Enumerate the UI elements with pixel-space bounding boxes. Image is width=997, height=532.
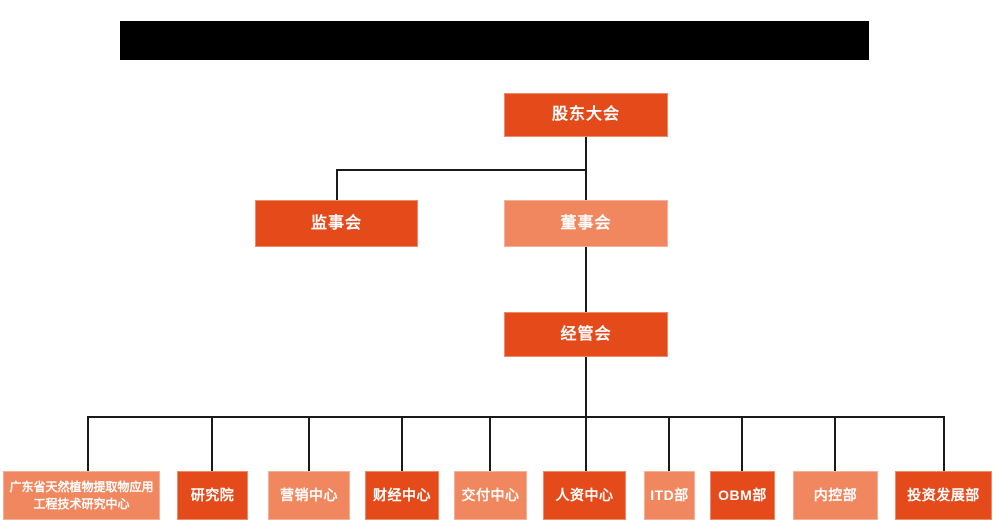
connector-drop-dept-2 <box>211 416 213 471</box>
node-dept-research-institute-label: 研究院 <box>190 487 235 504</box>
connector-branch-horizontal <box>336 169 587 171</box>
connector-drop-dept-7 <box>668 416 670 471</box>
node-dept-finance-center-label: 财经中心 <box>373 487 431 504</box>
connector-mgmt-to-distributor-vertical <box>585 357 587 417</box>
connector-drop-dept-4 <box>401 416 403 471</box>
connector-drop-dept-1 <box>87 416 89 471</box>
node-dept-delivery-center: 交付中心 <box>454 471 527 520</box>
node-dept-internal-control-label: 内控部 <box>813 487 858 504</box>
connector-drop-dept-6 <box>585 416 587 471</box>
node-dept-hr-center: 人资中心 <box>543 471 626 520</box>
node-board-of-directors-label: 董事会 <box>560 214 612 232</box>
node-dept-marketing-center-label: 营销中心 <box>280 487 338 504</box>
connector-board-to-mgmt-vertical <box>585 247 587 312</box>
connector-drop-dept-5 <box>489 416 491 471</box>
connector-drop-dept-3 <box>308 416 310 471</box>
node-supervisory-board: 监事会 <box>255 200 418 247</box>
connector-drop-dept-8 <box>741 416 743 471</box>
redacted-title-bar <box>120 21 869 60</box>
node-dept-obm: OBM部 <box>710 471 775 520</box>
node-dept-obm-label: OBM部 <box>718 487 767 504</box>
node-dept-marketing-center: 营销中心 <box>268 471 350 520</box>
connector-drop-dept-9 <box>834 416 836 471</box>
node-dept-itd-label: ITD部 <box>650 487 689 504</box>
connector-drop-dept-10 <box>943 416 945 471</box>
node-shareholders-meeting: 股东大会 <box>504 93 668 137</box>
node-dept-research-center-label: 广东省天然植物提取物应用工程技术研究中心 <box>9 480 154 511</box>
node-dept-research-institute: 研究院 <box>177 471 248 520</box>
connector-root-vertical <box>585 137 587 200</box>
node-dept-internal-control: 内控部 <box>793 471 878 520</box>
node-dept-research-center: 广东省天然植物提取物应用工程技术研究中心 <box>3 471 160 520</box>
node-shareholders-meeting-label: 股东大会 <box>551 106 620 124</box>
node-dept-hr-center-label: 人资中心 <box>555 487 614 504</box>
node-dept-itd: ITD部 <box>644 471 695 520</box>
node-board-of-directors: 董事会 <box>504 200 668 247</box>
node-dept-delivery-center-label: 交付中心 <box>461 487 520 504</box>
node-dept-finance-center: 财经中心 <box>365 471 439 520</box>
node-dept-investment-development: 投资发展部 <box>895 471 992 520</box>
node-management-committee-label: 经管会 <box>560 325 612 343</box>
connector-distributor-horizontal <box>87 416 944 418</box>
node-dept-investment-development-label: 投资发展部 <box>907 487 980 504</box>
node-management-committee: 经管会 <box>504 312 668 357</box>
connector-supervisory-vertical <box>336 169 338 200</box>
node-supervisory-board-label: 监事会 <box>310 214 362 232</box>
